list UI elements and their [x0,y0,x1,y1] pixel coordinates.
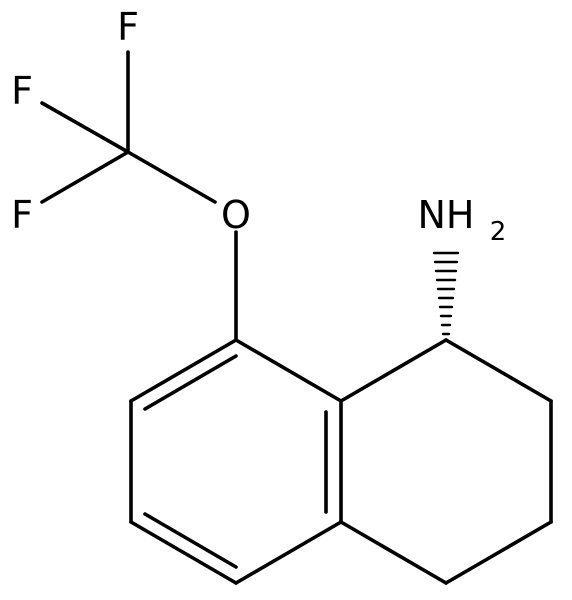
amine-label: NH [418,193,475,237]
bond-c-f-bottom [40,150,130,204]
bond-c-f-middle [40,101,130,154]
bond-c4a-c5 [234,520,343,585]
amine-h-subscript: 2 [490,217,507,247]
fluorine-bottom-label: F [11,193,33,237]
bond-c7-c8 [129,338,238,403]
bond-c-o [126,150,217,204]
bond-c8-c8a [234,338,343,403]
bond-c3-c4 [444,520,553,585]
fluorine-middle-label: F [11,69,33,113]
bond-c5-c6 [129,520,238,585]
bond-c4-c4a [339,520,448,585]
bond-c5-c6-inner [143,512,238,569]
oxygen-label: O [221,193,251,237]
stereo-hash-bond [432,251,460,336]
bond-c1-c2 [444,338,553,403]
bond-c8a-c1 [339,338,448,403]
bond-c7-c8-inner [143,354,238,411]
fluorine-top-label: F [117,5,139,49]
